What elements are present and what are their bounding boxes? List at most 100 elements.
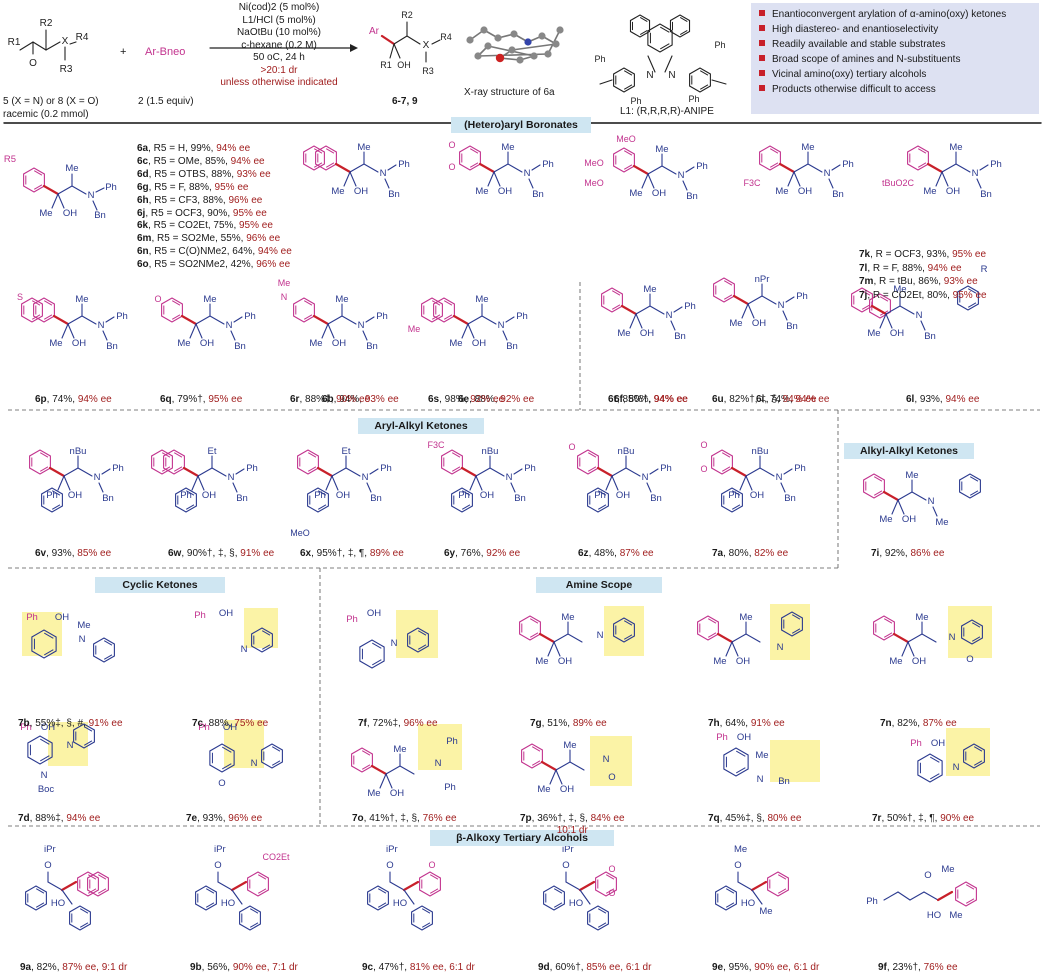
aromatic-ring <box>601 287 623 313</box>
atom-label: Me <box>309 338 322 349</box>
compound-yield: , R = tBu, 86%, <box>873 276 944 287</box>
aromatic-ring <box>441 449 463 475</box>
compound-label: 6d, R5 = OTBS, 88%, 93% ee <box>137 169 292 182</box>
compound-label: 6o, R5 = SO2NMe2, 42%, 96% ee <box>137 259 292 272</box>
atom-label: OH <box>332 338 346 349</box>
bond-line <box>77 467 93 477</box>
compound-label: 6m, R5 = SO2Me, 55%, 96% ee <box>137 233 292 246</box>
double-bond <box>469 162 479 168</box>
section-cyclic: Cyclic Ketones <box>95 577 225 593</box>
new-bond <box>732 294 750 306</box>
compound-ee: 93% ee <box>364 394 399 405</box>
new-bond <box>632 164 650 176</box>
double-bond <box>431 300 441 306</box>
bond-line <box>57 193 65 209</box>
bond-line <box>321 323 329 339</box>
bond-line <box>567 633 583 643</box>
bond-line <box>343 171 351 187</box>
compound-id: 6m <box>137 233 152 245</box>
bond-line <box>941 171 949 187</box>
atom-label: O <box>924 870 931 881</box>
plus-sign: + <box>120 46 127 58</box>
atom-label: iPr <box>214 844 226 855</box>
bond-line <box>393 35 408 45</box>
compound-id: 9d <box>538 962 550 973</box>
xray-atom <box>474 52 482 60</box>
compound-ee: 96% ee <box>228 194 263 206</box>
double-bond <box>303 300 313 306</box>
cond-ligand: L1/HCl (5 mol%) <box>242 14 316 26</box>
atom-label: OH <box>560 784 574 795</box>
new-bond <box>578 880 596 892</box>
double-bond <box>531 760 541 766</box>
highlight-box <box>22 612 62 656</box>
double-bond <box>221 746 232 753</box>
compound-label: 7q, 45%‡, §, 80% ee <box>708 813 801 825</box>
highlight-box <box>396 610 438 658</box>
new-bond <box>538 632 556 644</box>
bond-line <box>369 468 379 475</box>
atom-label: F3C <box>743 178 761 188</box>
double-bond <box>965 884 975 890</box>
double-bond <box>721 452 731 458</box>
compound-yield: , R = F, 88%, <box>867 262 928 274</box>
compound-yield: , 45%‡, §, <box>719 813 768 824</box>
compound-id: 7q <box>708 813 720 824</box>
bond-line <box>549 769 557 785</box>
atom-label: HO <box>51 898 65 909</box>
compound-ee: 92% ee <box>500 394 535 405</box>
compound-yield: , R5 = F, 88%, <box>148 181 215 193</box>
bond-line <box>51 193 59 209</box>
bond-line <box>95 187 105 193</box>
atom-label: Ph <box>180 490 192 501</box>
double-bond <box>205 888 215 894</box>
aromatic-ring <box>647 23 673 53</box>
new-bond <box>870 304 888 316</box>
double-bond <box>861 290 871 296</box>
double-bond <box>43 632 54 639</box>
bond-line <box>976 178 982 189</box>
atom-label: N <box>435 758 442 769</box>
double-bond <box>587 466 597 472</box>
bullet-icon <box>759 85 765 91</box>
atom-label: R4 <box>76 32 89 43</box>
atom-label: N <box>94 472 101 483</box>
bond-line <box>885 313 893 329</box>
conditions: Ni(cod)2 (5 mol%) L1/HCl (5 mol%) NaOtBu… <box>212 2 346 90</box>
aromatic-ring <box>31 629 57 659</box>
bond-line <box>739 475 747 491</box>
double-bond <box>731 504 741 510</box>
atom-label: F3C <box>427 440 445 450</box>
atom-label: iPr <box>386 844 398 855</box>
atom-label: Ph <box>660 463 672 474</box>
bond-line <box>793 163 809 173</box>
atom-label: O <box>218 778 225 789</box>
atom-label: Ph <box>842 159 854 170</box>
double-bond <box>33 184 43 190</box>
compound-ee: 95% ee <box>232 207 267 219</box>
atom-label: Me <box>867 328 880 339</box>
compound-yield: , 92%, <box>879 548 911 559</box>
atom-label: Ph <box>594 54 605 64</box>
compound-dr: 10:1 dr <box>556 825 588 836</box>
compound-id: 7d <box>18 813 30 824</box>
double-bond <box>725 888 735 894</box>
bond-line <box>475 467 491 477</box>
compound-ee: 94% ee <box>653 394 688 405</box>
double-bond <box>917 162 927 168</box>
compound-yield: , 88%‡, <box>299 394 337 405</box>
bond-line <box>553 641 561 657</box>
compound-yield: , 76%, <box>455 548 487 559</box>
bond-line <box>399 765 415 775</box>
compound-ee: 95% ee <box>239 220 273 232</box>
bond-line <box>528 178 534 189</box>
aromatic-ring <box>163 449 185 475</box>
aromatic-ring <box>713 277 735 303</box>
compound-yield: , 82%†, ‡, §, <box>723 394 783 405</box>
highlight-box <box>590 736 632 786</box>
atom-label: N <box>98 320 105 331</box>
atom-label: R5 <box>4 154 16 165</box>
compound-label: 6q, 79%†, 95% ee <box>160 394 242 406</box>
atom-label: Me <box>367 788 380 799</box>
